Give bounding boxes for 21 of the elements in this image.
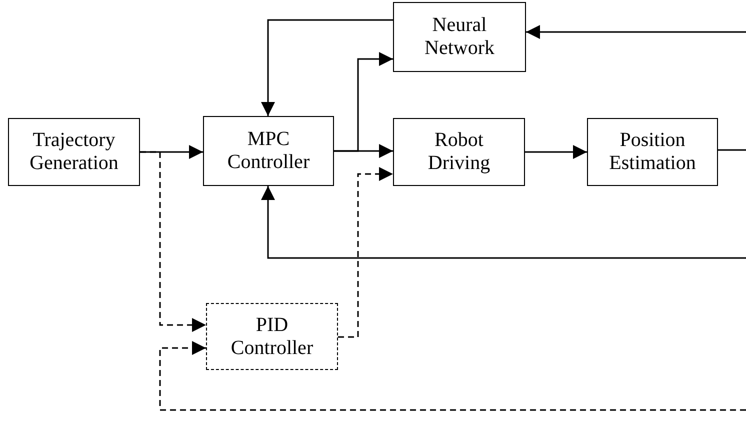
process-box bbox=[393, 118, 525, 186]
arrow bbox=[525, 145, 587, 159]
arrow bbox=[338, 167, 393, 338]
process-box bbox=[8, 118, 140, 186]
arrow bbox=[334, 52, 393, 152]
box-label: Neural Network bbox=[424, 14, 496, 60]
process-box bbox=[587, 118, 718, 186]
process-box bbox=[206, 303, 338, 370]
box-label: Trajectory Generation bbox=[28, 129, 120, 175]
process-box bbox=[393, 2, 526, 72]
arrow bbox=[526, 25, 746, 39]
connector-line bbox=[718, 149, 746, 151]
box-label: PID Controller bbox=[230, 314, 314, 360]
arrow bbox=[159, 341, 746, 411]
arrow bbox=[261, 19, 393, 116]
arrow bbox=[261, 186, 746, 259]
box-label: Robot Driving bbox=[426, 129, 492, 175]
box-label: Position Estimation bbox=[608, 129, 697, 175]
arrow bbox=[140, 151, 206, 332]
box-label: MPC Controller bbox=[226, 128, 311, 174]
process-box bbox=[203, 116, 334, 186]
